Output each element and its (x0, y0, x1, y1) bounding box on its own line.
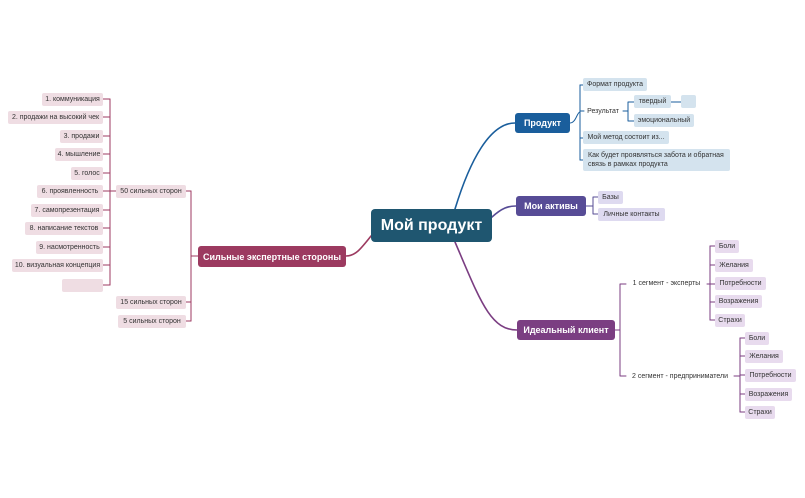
line-seg1-spine (706, 245, 711, 321)
line-strength-50-spine (109, 98, 117, 286)
line-product-trunk (569, 111, 581, 124)
line-client-segments (614, 283, 627, 377)
strength-6[interactable]: 6. проявленность (37, 185, 103, 198)
result-hard-empty[interactable] (681, 95, 696, 108)
line-central-strengths (345, 235, 372, 257)
line-assets-children (585, 196, 599, 215)
product-format[interactable]: Формат продукта (583, 78, 647, 91)
segment-entrepreneurs[interactable]: 2 сегмент - предприниматели (632, 373, 728, 380)
result-emotional[interactable]: эмоциональный (634, 114, 694, 127)
segment-experts[interactable]: 1 сегмент - эксперты (632, 280, 701, 287)
product-method[interactable]: Мой метод состоит из... (583, 131, 669, 144)
strength-7[interactable]: 7. самопрезентация (31, 204, 103, 217)
result-hard[interactable]: твердый (634, 95, 671, 108)
assets-contacts[interactable]: Личные контакты (598, 208, 665, 221)
central-topic[interactable]: Мой продукт (371, 209, 492, 242)
seg2-pain[interactable]: Боли (745, 332, 769, 345)
product-result[interactable]: Результат (587, 108, 619, 115)
line-central-assets (491, 205, 517, 218)
seg2-desires[interactable]: Желания (745, 350, 783, 363)
seg1-fears[interactable]: Страхи (715, 314, 745, 327)
group-15-strengths[interactable]: 15 сильных сторон (116, 296, 186, 309)
product-care[interactable]: Как будет проявляться забота и обратная … (583, 149, 730, 171)
branch-ideal-client[interactable]: Идеальный клиент (517, 320, 615, 340)
strength-9[interactable]: 9. насмотренность (36, 241, 103, 254)
line-seg2-spine (733, 337, 741, 413)
seg2-fears[interactable]: Страхи (745, 406, 775, 419)
strength-1[interactable]: 1. коммуникация (42, 93, 103, 106)
branch-assets[interactable]: Мои активы (516, 196, 586, 216)
strength-5[interactable]: 5. голос (71, 167, 103, 180)
seg2-objections[interactable]: Возражения (745, 388, 792, 401)
strength-10[interactable]: 10. визуальная концепция (12, 259, 103, 272)
branch-product[interactable]: Продукт (515, 113, 570, 133)
strength-3[interactable]: 3. продажи (60, 130, 103, 143)
strength-empty[interactable] (62, 279, 103, 292)
assets-bases[interactable]: Базы (598, 191, 623, 204)
line-central-product (454, 122, 516, 210)
seg1-objections[interactable]: Возражения (715, 295, 762, 308)
group-50-strengths[interactable]: 50 сильных сторон (116, 185, 186, 198)
line-strength-spine (190, 190, 199, 322)
strength-4[interactable]: 4. мышление (55, 148, 103, 161)
branch-strengths[interactable]: Сильные экспертные стороны (198, 246, 346, 267)
line-result-children (622, 101, 635, 122)
group-5-strengths[interactable]: 5 сильных сторон (118, 315, 186, 328)
seg2-needs[interactable]: Потребности (745, 369, 796, 382)
seg1-needs[interactable]: Потребности (715, 277, 766, 290)
seg1-desires[interactable]: Желания (715, 259, 753, 272)
line-central-client (454, 241, 518, 331)
seg1-pain[interactable]: Боли (715, 240, 739, 253)
strength-2[interactable]: 2. продажи на высокий чек (8, 111, 103, 124)
strength-8[interactable]: 8. написание текстов (25, 222, 103, 235)
